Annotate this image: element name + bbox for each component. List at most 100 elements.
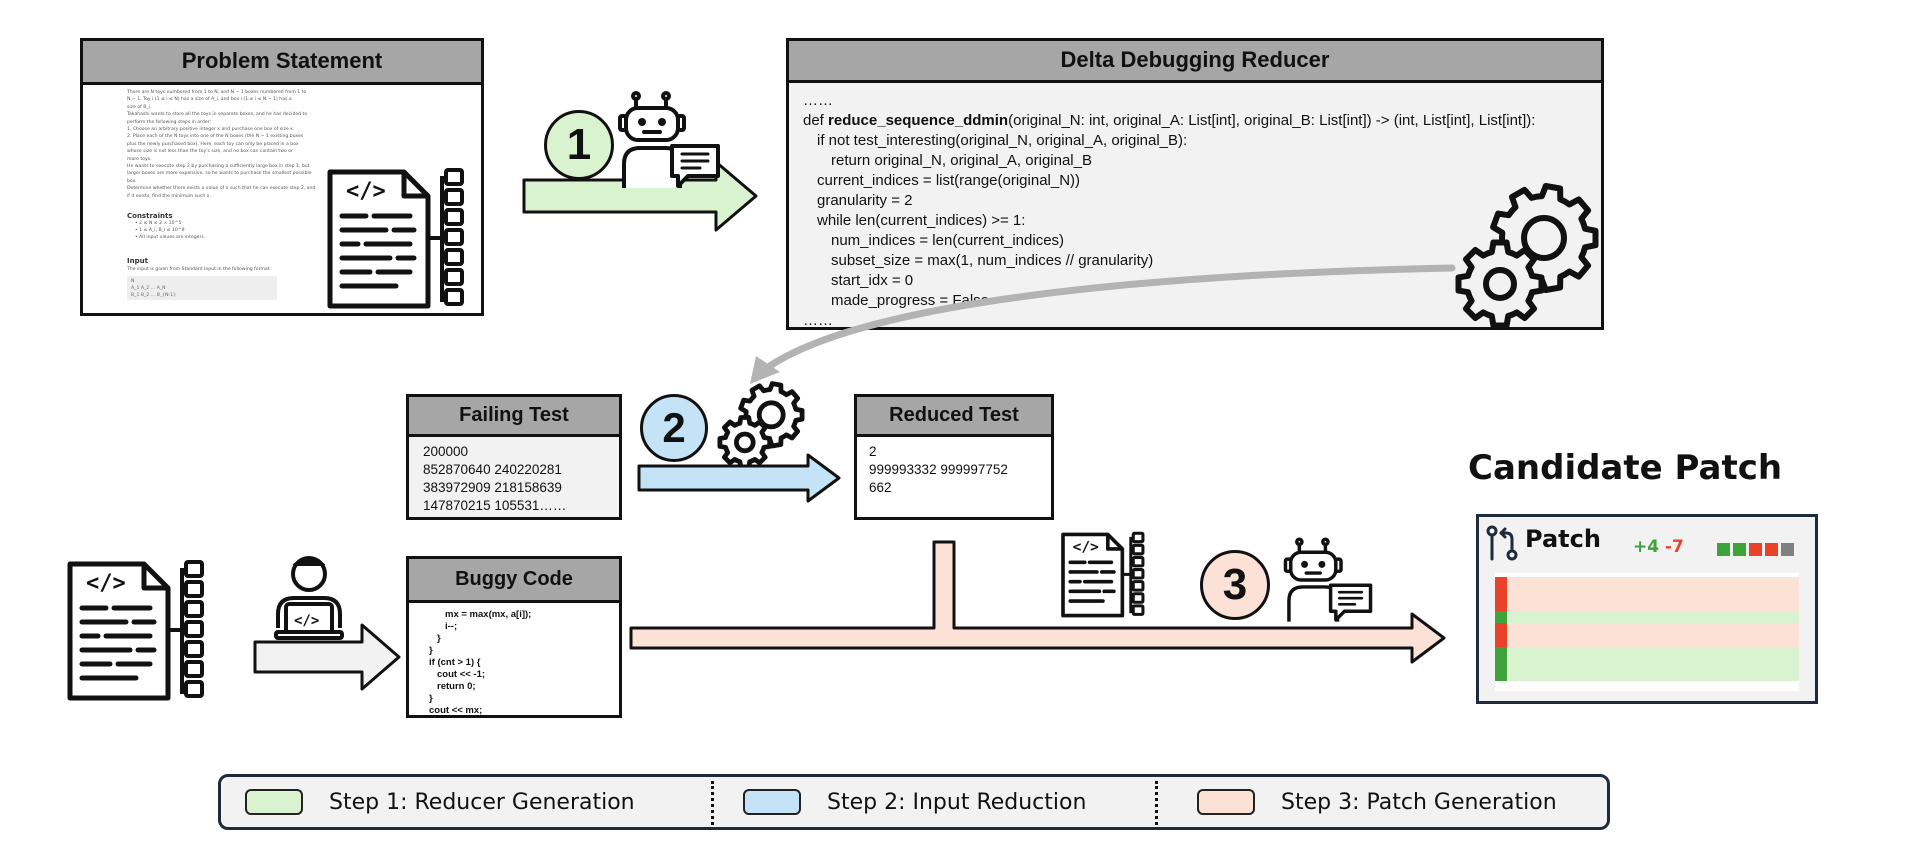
diff-hunk-deleted-1 [1495, 577, 1799, 611]
reduced-test-title: Reduced Test [857, 397, 1051, 437]
failing-test-body: 200000 852870640 240220281 383972909 21815… [409, 437, 619, 517]
legend-swatch-step2 [743, 789, 801, 815]
document-code-icon: </> [327, 168, 464, 309]
function-name: reduce_sequence_ddmin [828, 112, 1009, 129]
robot-chat-icon [618, 91, 720, 188]
legend-label-step2: Step 2: Input Reduction [827, 789, 1087, 815]
reducer-code-line: granularity = 2 [817, 192, 913, 209]
problem-statement-text: There are N toys numbered from 1 to N, a… [127, 89, 337, 200]
diffstat-neutral [1781, 543, 1794, 556]
diffstat-add-2 [1733, 543, 1746, 556]
gear-hole [756, 400, 786, 430]
step2-arrow [637, 453, 841, 503]
buggy-code-line: } [437, 633, 441, 644]
reducer-title: Delta Debugging Reducer [789, 41, 1601, 83]
reducer-box: Delta Debugging Reducer …… def reduce_seq… [786, 38, 1604, 330]
buggy-code-line: cout << mx; [429, 705, 483, 715]
step3-arrow [629, 540, 1446, 664]
step1-badge: 1 [544, 110, 614, 180]
reduced-test-line: 662 [869, 480, 892, 495]
buggy-code-line: cout << -1; [437, 669, 486, 680]
diff-hunk-deleted-2 [1495, 623, 1799, 647]
reducer-code-line: return original_N, original_A, original_… [831, 152, 1092, 169]
code-keyword: def [803, 112, 829, 129]
problem-text-line: if it exists, find the minimum such x. [127, 193, 211, 199]
legend-divider-2 [1155, 781, 1158, 825]
failing-test-lines: 200000 852870640 240220281 383972909 21815… [423, 443, 619, 515]
reducer-code-line: subset_size = max(1, num_indices // gran… [831, 252, 1154, 269]
additions-count: +4 [1633, 537, 1660, 557]
diff-gutter-del-2 [1495, 623, 1507, 647]
buggy-code-title: Buggy Code [409, 559, 619, 603]
buggy-code-lines: mx = max(mx, a[i]);i--;}}if (cnt > 1) {c… [429, 609, 619, 715]
legend-swatch-step3 [1197, 789, 1255, 815]
problem-text-line: Takahashi wants to store all the toys in… [127, 112, 308, 118]
failing-test-line: 147870215 105531…… [423, 498, 567, 513]
diff-view [1495, 573, 1799, 691]
developer-arrow [253, 623, 401, 691]
svg-text:</>: </> [86, 571, 126, 596]
input-text: The input is given from Standard Input i… [127, 267, 272, 273]
deletions-count: -7 [1665, 537, 1684, 557]
failing-test-title: Failing Test [409, 397, 619, 437]
buggy-code-box: Buggy Code mx = max(mx, a[i]);i--;}}if (… [406, 556, 622, 718]
patch-panel: Patch +4 -7 [1476, 514, 1818, 704]
diffstat-bar [1717, 543, 1794, 557]
failing-test-line: 383972909 218158639 [423, 480, 562, 495]
buggy-code-line: i--; [445, 621, 458, 632]
problem-text-line: He wants to execute step 2 by purchasing… [127, 164, 310, 170]
buggy-code-line: } [429, 693, 433, 704]
problem-text-line: perform the following steps in order: [127, 119, 212, 125]
gear-hole [1483, 267, 1517, 301]
problem-text-line: N − 1. Toy i (1 ≤ i ≤ N) has a size of A… [127, 97, 292, 103]
reducer-code-line: def reduce_sequence_ddmin(original_N: in… [803, 111, 1601, 131]
gear-hole [734, 431, 756, 454]
failing-test-line: 200000 [423, 444, 469, 459]
reducer-code-line: num_indices = len(current_indices) [831, 232, 1065, 249]
diffstat-add-1 [1717, 543, 1730, 556]
reducer-code-line: if not test_interesting(original_N, orig… [817, 132, 1188, 149]
constraints-list: • 2 ≤ N ≤ 2 × 10^5• 1 ≤ A_i, B_i ≤ 10^9•… [127, 220, 481, 241]
reducer-code-lines: …… def reduce_sequence_ddmin(original_N: … [803, 91, 1601, 327]
step2-badge: 2 [640, 394, 708, 462]
problem-text-line: 1. Choose an arbitrary positive integer … [127, 127, 295, 133]
reducer-code-line: current_indices = list(range(original_N)… [817, 172, 1081, 189]
input-format-line: B_1 B_2 … B_{N-1} [131, 293, 177, 299]
buggy-code-line: } [429, 645, 433, 656]
legend-swatch-step1 [245, 789, 303, 815]
problem-text-line: more toys. [127, 156, 152, 162]
legend-divider-1 [711, 781, 714, 825]
diff-gutter-add-2 [1495, 647, 1507, 681]
problem-text-line: There are N toys numbered from 1 to N, a… [127, 90, 307, 95]
problem-text-line: box. [127, 178, 137, 184]
svg-text:</>: </> [346, 179, 386, 204]
legend-label-step3: Step 3: Patch Generation [1281, 789, 1557, 815]
patch-label: Patch [1525, 525, 1601, 553]
problem-text-line: Determine whether there exists a value o… [127, 186, 316, 192]
function-signature: (original_N: int, original_A: List[int],… [1008, 112, 1536, 129]
legend-item-step3: Step 3: Patch Generation [1197, 777, 1557, 827]
failing-test-box: Failing Test 200000 852870640 240220281 38… [406, 394, 622, 520]
reducer-to-step2-arrow [750, 264, 1456, 384]
diffstat-del-2 [1765, 543, 1778, 556]
problem-text-line: plus the newly purchased box). Here, eac… [127, 141, 299, 147]
svg-text:</>: </> [294, 613, 319, 629]
buggy-code-line: mx = max(mx, a[i]); [445, 609, 532, 620]
document-code-icon-bottom: </> [67, 560, 204, 701]
step3-badge: 3 [1200, 550, 1270, 620]
input-heading: Input [127, 257, 148, 266]
developer-laptop-icon: </> [274, 556, 344, 640]
failing-test-line: 852870640 240220281 [423, 462, 562, 477]
reducer-code-line: while len(current_indices) >= 1: [817, 212, 1026, 229]
constraint-item: • 2 ≤ N ≤ 2 × 10^5 [135, 221, 182, 227]
svg-text:</>: </> [1073, 539, 1099, 555]
problem-text-line: whose size is not less than the toy's si… [127, 149, 293, 155]
diff-hunk-added-1 [1495, 611, 1799, 623]
reducer-code-line: …… [803, 312, 833, 327]
problem-text-line: larger boxes are more expensive, so he w… [127, 171, 312, 177]
input-format-line: N [131, 279, 135, 285]
input-format-line: A_1 A_2 … A_N [131, 286, 166, 292]
